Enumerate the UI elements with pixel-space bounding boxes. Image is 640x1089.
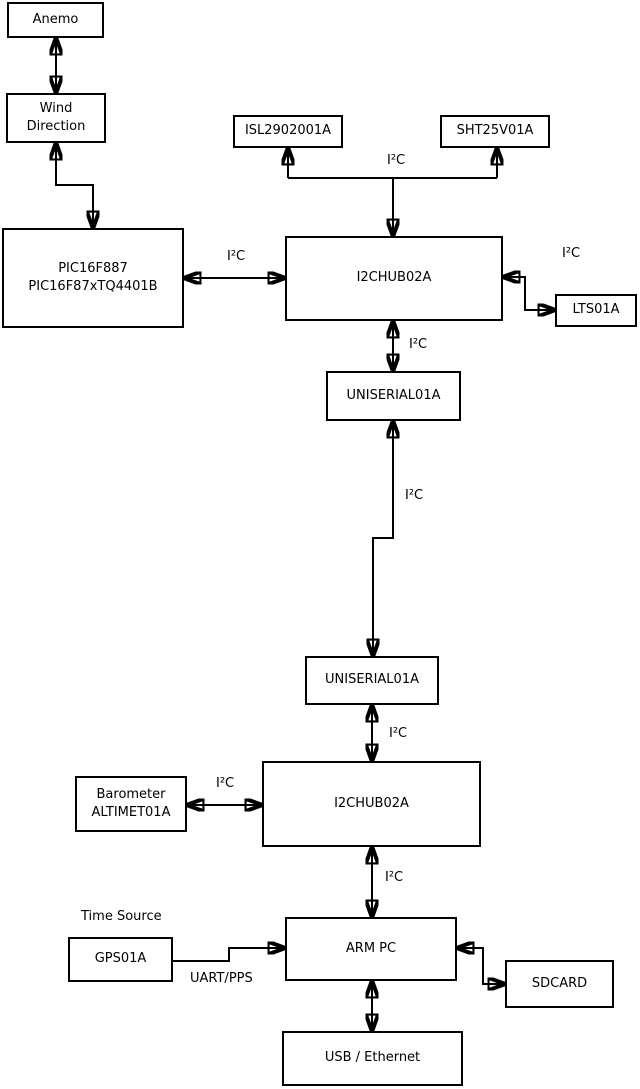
node-i2chub-bottom-label: I2CHUB02A — [334, 795, 409, 811]
edge-label-i2c-hub2-armpc: I²C — [385, 870, 404, 885]
node-uniserial-bottom-label: UNISERIAL01A — [325, 672, 419, 688]
node-uniserial-bottom: UNISERIAL01A — [305, 656, 439, 705]
edge-label-i2c-barometer-hub2: I²C — [216, 776, 235, 791]
node-uniserial-top-label: UNISERIAL01A — [346, 387, 441, 403]
node-i2chub-top-label: I2CHUB02A — [356, 270, 432, 286]
node-sdcard-label: SDCARD — [531, 975, 588, 991]
edge-label-i2c-uniserial-link: I²C — [405, 488, 424, 503]
wire-wind-pic — [56, 143, 93, 228]
label-time-source: Time Source — [81, 909, 162, 924]
node-i2chub-top: I2CHUB02A — [285, 236, 503, 321]
wire-uniserial-top-uniserial-bottom — [373, 421, 393, 656]
node-sht25v01a: SHT25V01A — [440, 115, 550, 148]
edge-label-uart-pps: UART/PPS — [190, 971, 253, 986]
node-lts01a-label: LTS01A — [572, 302, 620, 318]
node-sdcard: SDCARD — [505, 960, 614, 1008]
node-gps01a-label: GPS01A — [94, 951, 147, 967]
node-wind-direction: Wind Direction — [6, 93, 106, 143]
node-arm-pc: ARM PC — [285, 917, 457, 981]
node-wind-direction-label: Wind Direction — [26, 100, 86, 134]
node-lts01a: LTS01A — [555, 294, 637, 327]
edge-label-i2c-sensor-bus: I²C — [387, 153, 406, 168]
edge-label-i2c-hub-lts: I²C — [562, 246, 581, 261]
node-pic-label: PIC16F887 PIC16F87xTQ4401B — [28, 260, 158, 294]
node-barometer: Barometer ALTIMET01A — [75, 776, 187, 832]
node-uniserial-top: UNISERIAL01A — [326, 371, 461, 421]
wire-armpc-sdcard — [457, 948, 505, 984]
node-isl2902001a: ISL2902001A — [233, 115, 343, 148]
node-sht25v01a-label: SHT25V01A — [456, 123, 534, 139]
node-pic: PIC16F887 PIC16F87xTQ4401B — [2, 228, 184, 328]
node-i2chub-bottom: I2CHUB02A — [262, 761, 481, 847]
edge-label-i2c-hub-uniserial: I²C — [409, 337, 428, 352]
node-usb-ethernet-label: USB / Ethernet — [324, 1050, 421, 1066]
node-usb-ethernet: USB / Ethernet — [282, 1031, 463, 1086]
node-isl2902001a-label: ISL2902001A — [244, 123, 332, 139]
node-gps01a: GPS01A — [68, 937, 173, 982]
edge-label-i2c-uniserial-hub2: I²C — [389, 726, 408, 741]
wire-i2chub-top-lts — [503, 277, 555, 310]
edge-label-i2c-pic-hub: I²C — [227, 249, 246, 264]
wire-gps-armpc — [173, 948, 285, 962]
node-anemo: Anemo — [7, 2, 104, 38]
node-anemo-label: Anemo — [32, 11, 79, 27]
node-barometer-label: Barometer ALTIMET01A — [91, 786, 171, 820]
node-arm-pc-label: ARM PC — [345, 940, 397, 956]
